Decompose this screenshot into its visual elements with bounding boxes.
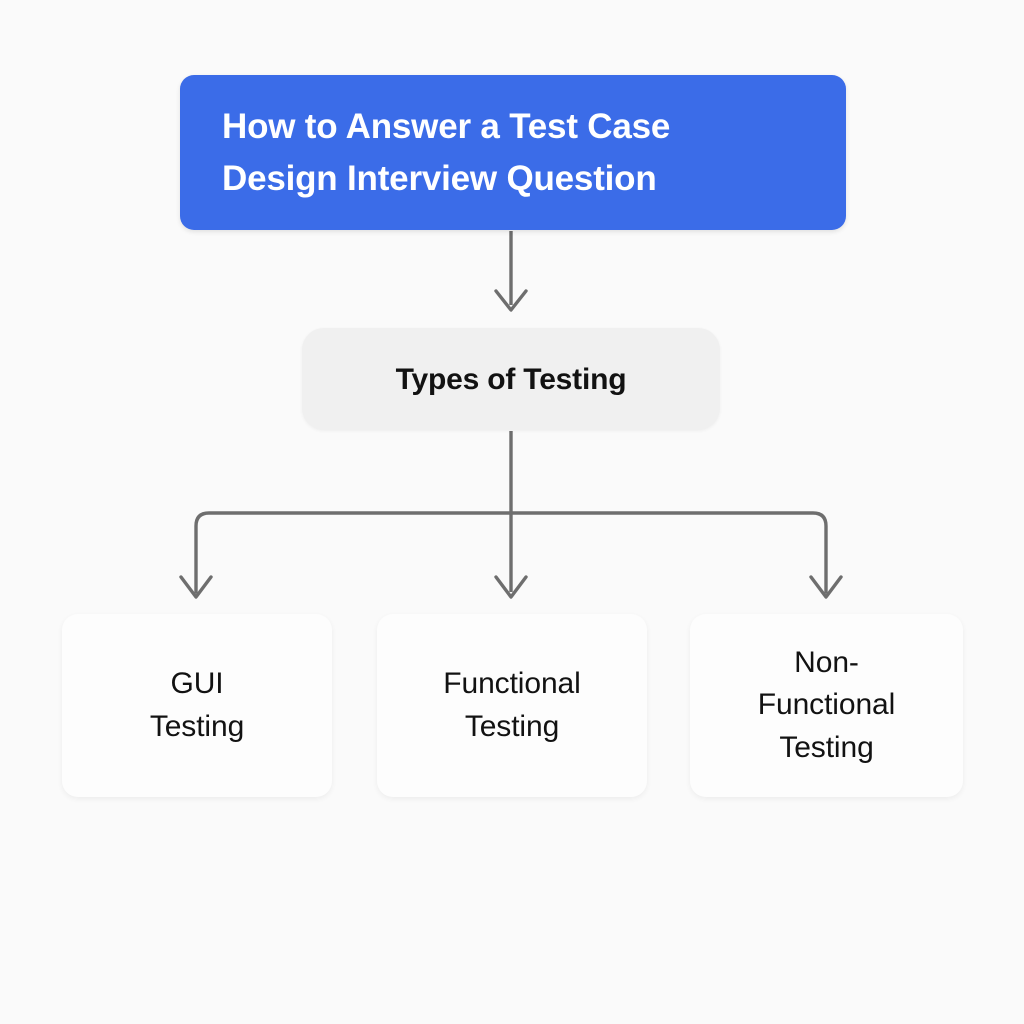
node-types-of-testing-label: Types of Testing bbox=[395, 362, 627, 396]
node-gui-testing[interactable]: GUI Testing bbox=[62, 614, 332, 797]
arrowhead-root-to-category bbox=[494, 289, 528, 312]
node-functional-testing[interactable]: Functional Testing bbox=[377, 614, 647, 797]
node-gui-testing-label: GUI Testing bbox=[149, 666, 245, 743]
node-non-functional-testing[interactable]: Non- Functional Testing bbox=[690, 614, 963, 797]
node-functional-testing-label: Functional Testing bbox=[443, 666, 581, 743]
node-types-of-testing[interactable]: Types of Testing bbox=[302, 328, 720, 430]
arrowhead-bus-to-non-functional-testing bbox=[809, 575, 843, 599]
node-root-title[interactable]: How to Answer a Test Case Design Intervi… bbox=[180, 75, 846, 230]
node-root-title-label: How to Answer a Test Case Design Intervi… bbox=[222, 106, 671, 198]
connector-branch-bus bbox=[194, 511, 828, 594]
node-non-functional-testing-label: Non- Functional Testing bbox=[757, 645, 896, 764]
arrowhead-bus-to-functional-testing bbox=[494, 575, 528, 599]
arrowhead-bus-to-gui-testing bbox=[179, 575, 213, 599]
